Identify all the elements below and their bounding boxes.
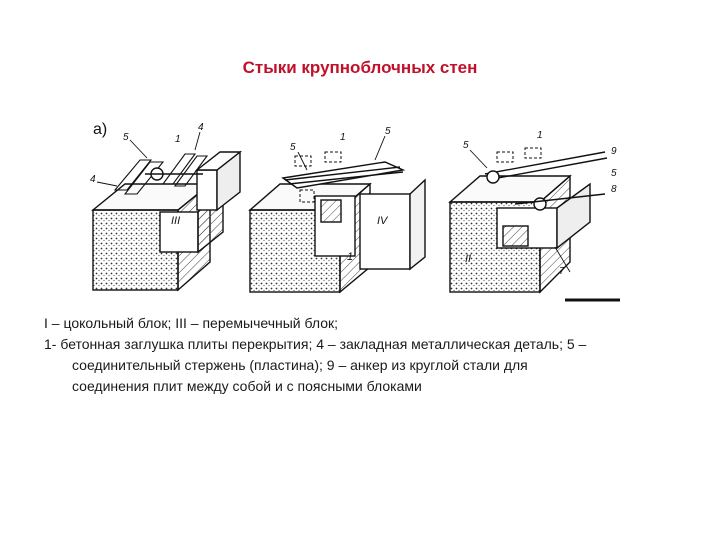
caption-line-3: соединительный стержень (пластина); 9 – …	[72, 357, 528, 373]
joint-group-2	[248, 135, 426, 294]
figure-label: а)	[93, 121, 107, 138]
caption-line-4: соединения плит между собой и с поясными…	[72, 378, 422, 394]
callout-8: 8	[611, 184, 617, 195]
callout-1d: 1	[537, 130, 543, 141]
callout-IV: IV	[377, 215, 389, 227]
callout-1b: 1	[340, 132, 346, 143]
callout-7: 7	[559, 266, 565, 277]
callout-4b: 4	[90, 174, 96, 185]
callout-II: II	[465, 253, 471, 265]
callout-5e: 5	[611, 168, 617, 179]
wall-joints-drawing: а) 5 4 4 1 III	[85, 112, 625, 310]
callout-9: 9	[611, 146, 617, 157]
callout-1a: 1	[175, 134, 181, 145]
callout-5d: 5	[463, 140, 469, 151]
joint-group-3	[448, 147, 620, 302]
callout-III: III	[171, 215, 180, 227]
caption-line-1: I – цокольный блок; III – перемычечный б…	[44, 315, 339, 331]
figure-caption: I – цокольный блок; III – перемычечный б…	[44, 313, 684, 397]
callout-4a: 4	[198, 122, 204, 133]
joint-group-1	[91, 131, 243, 292]
callout-1c: 1	[347, 251, 353, 263]
caption-line-2: 1- бетонная заглушка плиты перекрытия; 4…	[44, 336, 587, 352]
callout-5b: 5	[290, 142, 296, 153]
slide-title: Стыки крупноблочных стен	[242, 58, 478, 77]
callout-5a: 5	[123, 132, 129, 143]
callout-5c: 5	[385, 126, 391, 137]
